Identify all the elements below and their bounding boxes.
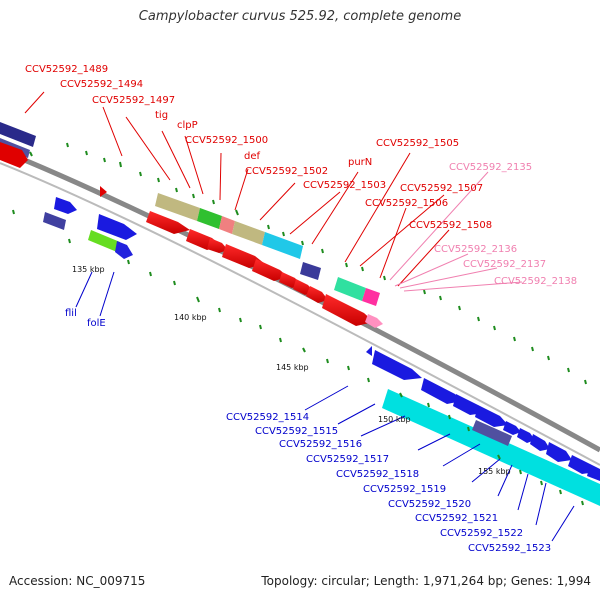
gene-blue-b[interactable] (115, 241, 133, 259)
gene-label[interactable]: CCV52592_1507 (400, 183, 483, 194)
gene-label[interactable]: folE (87, 318, 106, 329)
gene-cyan-dark[interactable] (472, 420, 512, 446)
gene-cyan-long[interactable] (382, 389, 600, 506)
gene-label[interactable]: CCV52592_2135 (449, 162, 532, 173)
gene-arrow-red[interactable] (0, 142, 28, 168)
scale-label: 145 kbp (276, 363, 309, 372)
gene-green-a[interactable] (88, 230, 120, 252)
gene-label[interactable]: CCV52592_1517 (306, 454, 389, 465)
map-title: Campylobacter curvus 525.92, complete ge… (138, 9, 462, 24)
gene-label[interactable]: CCV52592_1519 (363, 484, 446, 495)
gene-label[interactable]: CCV52592_2136 (434, 244, 517, 255)
gene-clpP[interactable] (197, 208, 222, 229)
gene-label[interactable]: CCV52592_1505 (376, 138, 459, 149)
gene-1518[interactable] (503, 421, 521, 435)
gene-label[interactable]: CCV52592_1522 (440, 528, 523, 539)
gene-1502[interactable] (262, 232, 303, 259)
gene-label[interactable]: clpP (177, 120, 198, 131)
gene-label[interactable]: CCV52592_2137 (463, 259, 546, 270)
callout-lines-left (75, 271, 115, 317)
summary-text: Topology: circular; Length: 1,971,264 bp… (261, 574, 591, 588)
gene-1521[interactable] (546, 442, 572, 462)
labels-bottom: CCV52592_1514 CCV52592_1515 CCV52592_151… (226, 412, 551, 554)
gene-label[interactable]: CCV52592_1489 (25, 64, 108, 75)
gene-flil[interactable] (54, 197, 77, 214)
gene-label[interactable]: CCV52592_1516 (279, 439, 362, 450)
gene-block-navy[interactable] (0, 122, 36, 147)
gene-arrow-1[interactable] (146, 211, 190, 234)
gene-label[interactable]: CCV52592_2138 (494, 276, 577, 287)
gene-def[interactable] (232, 221, 265, 245)
callout-lines-faded (389, 171, 523, 292)
gene-label[interactable]: CCV52592_1500 (185, 135, 268, 146)
scale-label: 140 kbp (174, 313, 207, 322)
gene-purN[interactable] (362, 288, 380, 306)
labels-left: flil folE (65, 308, 106, 329)
labels-top-faded: CCV52592_2135 CCV52592_2136 CCV52592_213… (434, 162, 577, 287)
gene-1515[interactable] (421, 378, 462, 404)
gene-1500[interactable] (219, 216, 235, 234)
scale-label: 150 kbp (378, 415, 411, 424)
backbone-line-inner (0, 162, 600, 466)
tick-marks (12, 142, 587, 506)
scale-labels: 135 kbp 140 kbp 145 kbp 150 kbp 155 kbp (72, 265, 511, 476)
gene-arrow-pink[interactable] (365, 314, 383, 328)
scale-label: 135 kbp (72, 265, 105, 274)
gene-label[interactable]: flil (65, 308, 77, 319)
labels-top: CCV52592_1489 CCV52592_1494 CCV52592_149… (25, 64, 492, 231)
gene-arrow-3[interactable] (207, 238, 228, 253)
gene-label[interactable]: CCV52592_1494 (60, 79, 143, 90)
gene-label[interactable]: CCV52592_1506 (365, 198, 448, 209)
gene-arrow-9[interactable] (322, 294, 374, 326)
gene-label[interactable]: CCV52592_1520 (388, 499, 471, 510)
callout-lines-bottom (304, 385, 575, 542)
gene-marker-blue[interactable] (366, 346, 372, 356)
gene-label[interactable]: CCV52592_1502 (245, 166, 328, 177)
scale-label: 155 kbp (478, 467, 511, 476)
gene-1503[interactable] (300, 262, 321, 280)
gene-1514[interactable] (372, 350, 422, 380)
gene-flil-dark[interactable] (43, 212, 66, 230)
gene-1505[interactable] (334, 277, 366, 301)
gene-label[interactable]: CCV52592_1515 (255, 426, 338, 437)
gene-label[interactable]: CCV52592_1497 (92, 95, 175, 106)
gene-label[interactable]: CCV52592_1508 (409, 220, 492, 231)
gene-1520[interactable] (530, 434, 550, 451)
accession-text: Accession: NC_009715 (9, 574, 146, 588)
gene-label[interactable]: purN (348, 157, 372, 168)
gene-1519[interactable] (517, 428, 535, 443)
gene-arrow-5[interactable] (252, 259, 288, 281)
gene-1516[interactable] (453, 394, 484, 415)
gene-label[interactable]: CCV52592_1521 (415, 513, 498, 524)
gene-marker-red[interactable] (100, 186, 107, 197)
callout-lines-top (24, 91, 450, 287)
gene-label[interactable]: CCV52592_1518 (336, 469, 419, 480)
gene-1517[interactable] (475, 405, 508, 427)
gene-arrow-4[interactable] (222, 244, 265, 268)
gene-label[interactable]: CCV52592_1523 (468, 543, 551, 554)
gene-label[interactable]: def (244, 151, 261, 162)
gene-tig[interactable] (155, 193, 200, 221)
backbone-line (0, 147, 600, 453)
gene-label[interactable]: CCV52592_1503 (303, 180, 386, 191)
gene-label[interactable]: CCV52592_1514 (226, 412, 309, 423)
gene-folE[interactable] (97, 214, 137, 240)
gene-label[interactable]: tig (155, 110, 168, 121)
gene-1523[interactable] (587, 464, 600, 481)
gene-arrow-8[interactable] (306, 286, 328, 303)
